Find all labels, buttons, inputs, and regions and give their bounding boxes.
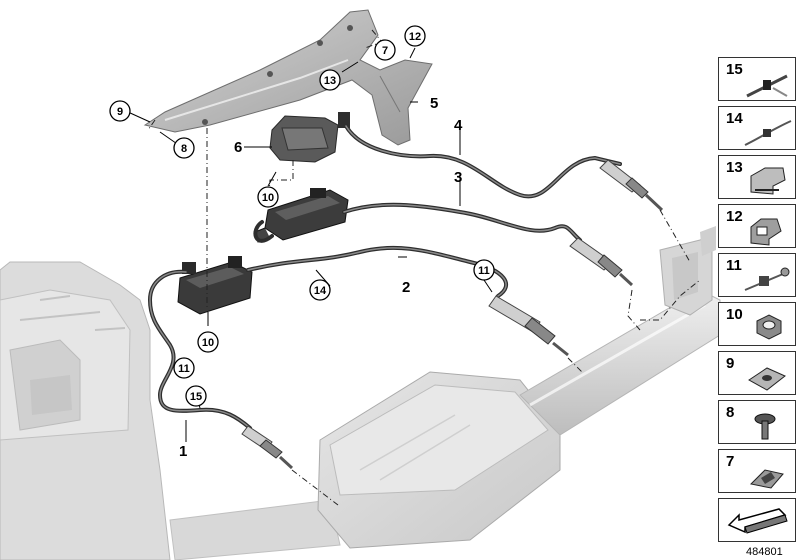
part-number: 13: [726, 159, 743, 176]
callout-6: 6: [234, 139, 242, 156]
sensor-holder: [269, 112, 350, 163]
hex-nut-icon: [756, 314, 782, 340]
part-cell-arrow[interactable]: [718, 498, 796, 542]
part-cell-7[interactable]: 7: [718, 449, 796, 493]
callout-circle-11a: 11: [473, 259, 495, 281]
part-number: 7: [726, 453, 735, 470]
cable-tie-icon: [746, 74, 788, 98]
circled-callouts: 7 8 9 10 10 11 11 12: [109, 25, 495, 407]
part-number: 9: [726, 355, 735, 372]
callout-1: 1: [179, 443, 187, 460]
callout-circle-10b: 10: [197, 331, 219, 353]
oxygen-sensor-3: [569, 237, 634, 287]
part-number: 8: [726, 404, 735, 421]
callout-12: 12: [409, 31, 421, 43]
holder-clip-icon: [750, 218, 782, 246]
callout-3: 3: [454, 169, 462, 186]
callout-11-left: 11: [178, 363, 190, 375]
callout-15: 15: [190, 391, 202, 403]
callout-circle-15: 15: [185, 385, 207, 407]
control-unit-lower: [177, 256, 253, 315]
part-cell-11[interactable]: 11: [718, 253, 796, 297]
callout-circle-11b: 11: [173, 357, 195, 379]
callout-2: 2: [402, 279, 410, 296]
part-cell-14[interactable]: 14: [718, 106, 796, 150]
callout-7: 7: [382, 45, 388, 57]
callout-11-right: 11: [478, 265, 490, 277]
callout-circle-10a: 10: [257, 186, 279, 208]
mounting-bracket: [143, 9, 433, 146]
part-number: 11: [726, 257, 742, 274]
part-cell-12[interactable]: 12: [718, 204, 796, 248]
callout-9: 9: [117, 106, 123, 118]
cable-clip-icon: [744, 120, 792, 146]
callout-8: 8: [181, 143, 187, 155]
callout-circle-8: 8: [173, 137, 195, 159]
callout-circle-9: 9: [109, 100, 131, 122]
callout-circle-14: 14: [309, 279, 331, 301]
plain-callouts: 1 2 3 4 5 6: [179, 95, 463, 460]
spring-clip-icon: [750, 167, 786, 195]
part-cell-9[interactable]: 9: [718, 351, 796, 395]
callout-10-lower: 10: [202, 337, 214, 349]
part-number: 14: [726, 110, 743, 127]
exhaust-system: [0, 226, 721, 560]
callout-13: 13: [324, 75, 336, 87]
part-number: 15: [726, 61, 743, 78]
callout-4: 4: [454, 117, 463, 134]
screw-icon: [754, 413, 776, 440]
oxygen-sensors: [241, 159, 664, 470]
clamp-icon: [749, 469, 784, 489]
oxygen-sensor-1: [241, 425, 294, 470]
clip-nut-icon: [748, 367, 786, 391]
part-number: 12: [726, 208, 743, 225]
part-cell-13[interactable]: 13: [718, 155, 796, 199]
oxygen-sensor-2: [488, 295, 569, 357]
callout-circle-7: 7: [374, 39, 396, 61]
arrow-icon: [727, 508, 788, 534]
callout-5: 5: [430, 95, 438, 112]
cable-holder-icon: [744, 267, 790, 291]
parts-legend-panel: 15 14 13 12 11 1: [718, 57, 798, 544]
oxygen-sensor-4: [599, 159, 664, 212]
control-unit-upper: [254, 188, 349, 243]
callout-14: 14: [314, 285, 327, 297]
callout-10-upper: 10: [262, 192, 274, 204]
part-cell-10[interactable]: 10: [718, 302, 796, 346]
part-cell-15[interactable]: 15: [718, 57, 796, 101]
part-cell-8[interactable]: 8: [718, 400, 796, 444]
callout-circle-13: 13: [319, 69, 341, 91]
callout-circle-12: 12: [404, 25, 426, 47]
part-number: 10: [726, 306, 743, 323]
document-number: 484801: [746, 546, 783, 558]
sensor-cables: [147, 124, 622, 430]
